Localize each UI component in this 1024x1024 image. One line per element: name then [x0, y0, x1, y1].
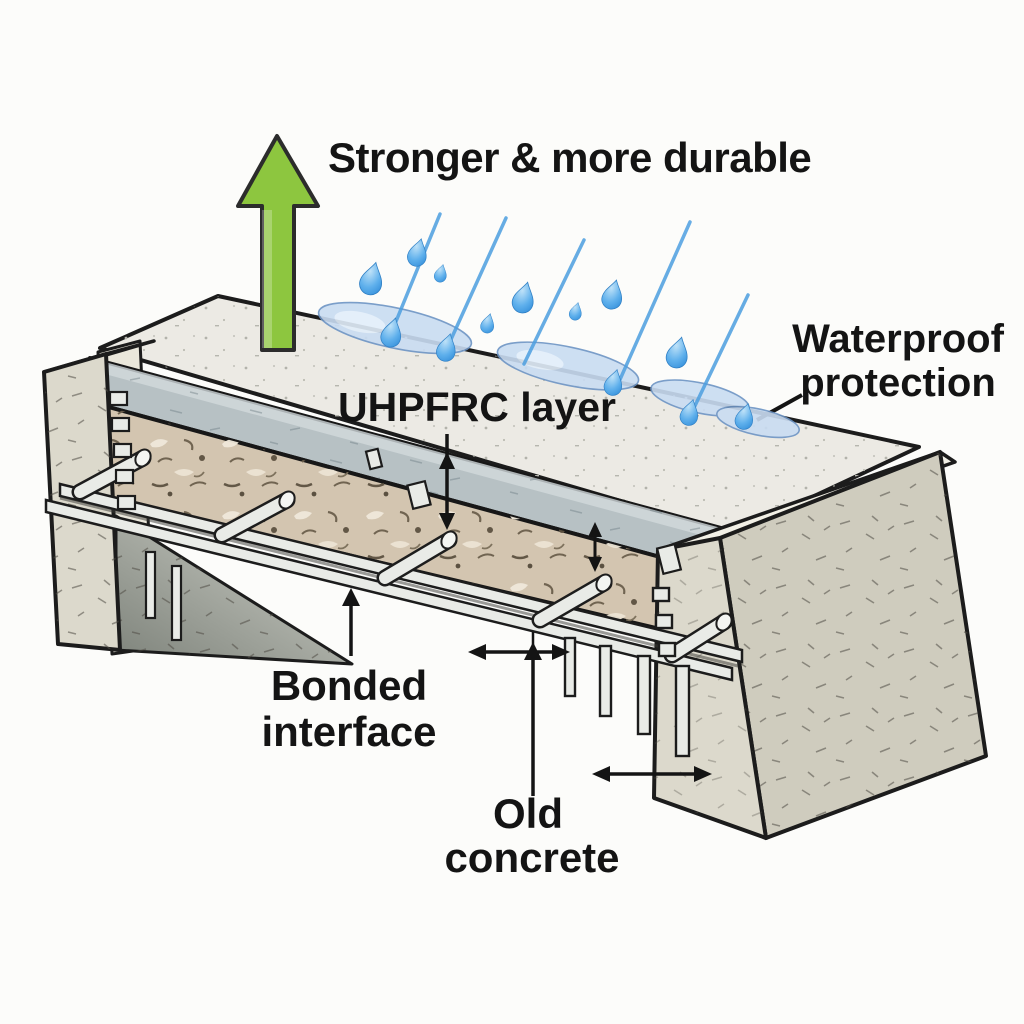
right-pier-front-texture	[654, 538, 766, 838]
green-up-arrow	[236, 134, 320, 352]
rebar-stub	[108, 390, 129, 407]
uhpfrc-arrowhead-up	[439, 452, 455, 469]
thickness-arrowhead-down	[588, 557, 602, 572]
rebar-rod	[531, 573, 613, 629]
green-arrow-highlight	[262, 210, 272, 348]
label-uhpfrc-layer: UHPFRC layer	[338, 384, 616, 430]
label-old-line2: concrete	[444, 834, 619, 881]
pier-arrowhead-left	[592, 766, 610, 782]
old-concrete-aggregate	[82, 402, 730, 642]
right-rebar-stubs	[563, 586, 691, 758]
rebar-stub	[636, 654, 652, 736]
label-old-line1: Old	[493, 790, 563, 837]
left-rebar-stubs	[108, 390, 183, 642]
label-bonded-line2: interface	[261, 708, 436, 755]
uhpfrc-arrowhead-down	[439, 513, 455, 530]
deck-slab	[80, 294, 921, 666]
rebar-stub	[170, 564, 183, 642]
bonded-arrowhead	[342, 588, 360, 606]
connector-tabs	[364, 447, 683, 576]
rebar-rod	[376, 530, 458, 587]
rail-shadow-line	[59, 496, 739, 668]
rebar-stub	[114, 468, 135, 485]
rain-streak	[522, 238, 586, 366]
annotation-arrows	[342, 393, 803, 796]
reinforcement-steel	[44, 390, 744, 758]
rebar-rod	[213, 490, 296, 544]
rebar-stub	[563, 636, 577, 698]
label-stronger-more-durable: Stronger & more durable	[328, 134, 811, 181]
label-waterproof-line2: protection	[800, 361, 996, 405]
label-bonded-line1: Bonded	[271, 662, 427, 709]
label-waterproof-line1: Waterproof	[792, 317, 1005, 361]
interface-arrowhead-right	[552, 644, 570, 660]
connector-tab	[655, 542, 683, 576]
labels: Stronger & more durable Waterproof prote…	[261, 134, 1004, 881]
rebar-stub	[598, 644, 613, 718]
thickness-arrowhead-up	[588, 522, 602, 537]
rebar-rod	[71, 448, 152, 501]
interface-arrowhead-left	[468, 644, 486, 660]
rebar-stub	[674, 664, 691, 758]
connector-tab	[364, 447, 384, 471]
puddle-highlight	[334, 310, 386, 334]
connector-tab	[406, 479, 432, 511]
rain-streak	[616, 220, 692, 386]
pier-arrowhead-right	[694, 766, 712, 782]
rebar-stub	[651, 586, 671, 603]
uhpfrc-band-texture	[90, 358, 736, 576]
rebar-stub	[110, 416, 131, 433]
rain-streaks	[388, 212, 750, 414]
rebar-stub	[654, 613, 674, 630]
deck-top-speckle	[100, 296, 919, 534]
shear-rods	[71, 448, 733, 664]
rebar-rod	[663, 612, 733, 664]
longitudinal-rebar	[44, 498, 734, 682]
rain-streak	[690, 293, 750, 414]
rain-streak	[446, 216, 508, 348]
rebar-stub	[657, 641, 677, 658]
rebar-stub	[116, 494, 137, 511]
right-pier-side-texture	[720, 452, 986, 838]
rebar-stub	[112, 442, 133, 459]
right-pier	[652, 450, 988, 840]
rain-streak	[388, 212, 442, 338]
rebar-stub	[144, 550, 157, 620]
